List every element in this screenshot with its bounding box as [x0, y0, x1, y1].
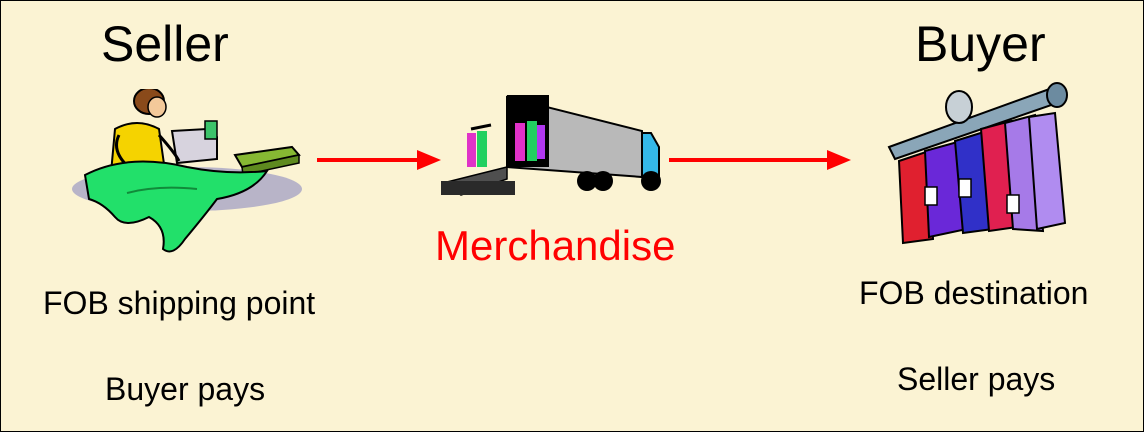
buyer-payer: Seller pays [897, 361, 1056, 397]
seamstress-icon [72, 89, 302, 253]
buyer-title: Buyer [915, 16, 1046, 72]
buyer-terms: FOB destination [859, 275, 1089, 311]
seller-terms: FOB shipping point [43, 285, 316, 321]
transit-label: Merchandise [435, 222, 676, 269]
clothes-rack-icon [887, 82, 1068, 245]
delivery-truck-icon [441, 95, 661, 196]
seller-title: Seller [101, 16, 229, 72]
arrow-to-buyer [669, 150, 851, 170]
seller-payer: Buyer pays [105, 371, 266, 407]
arrow-to-truck [317, 150, 441, 170]
